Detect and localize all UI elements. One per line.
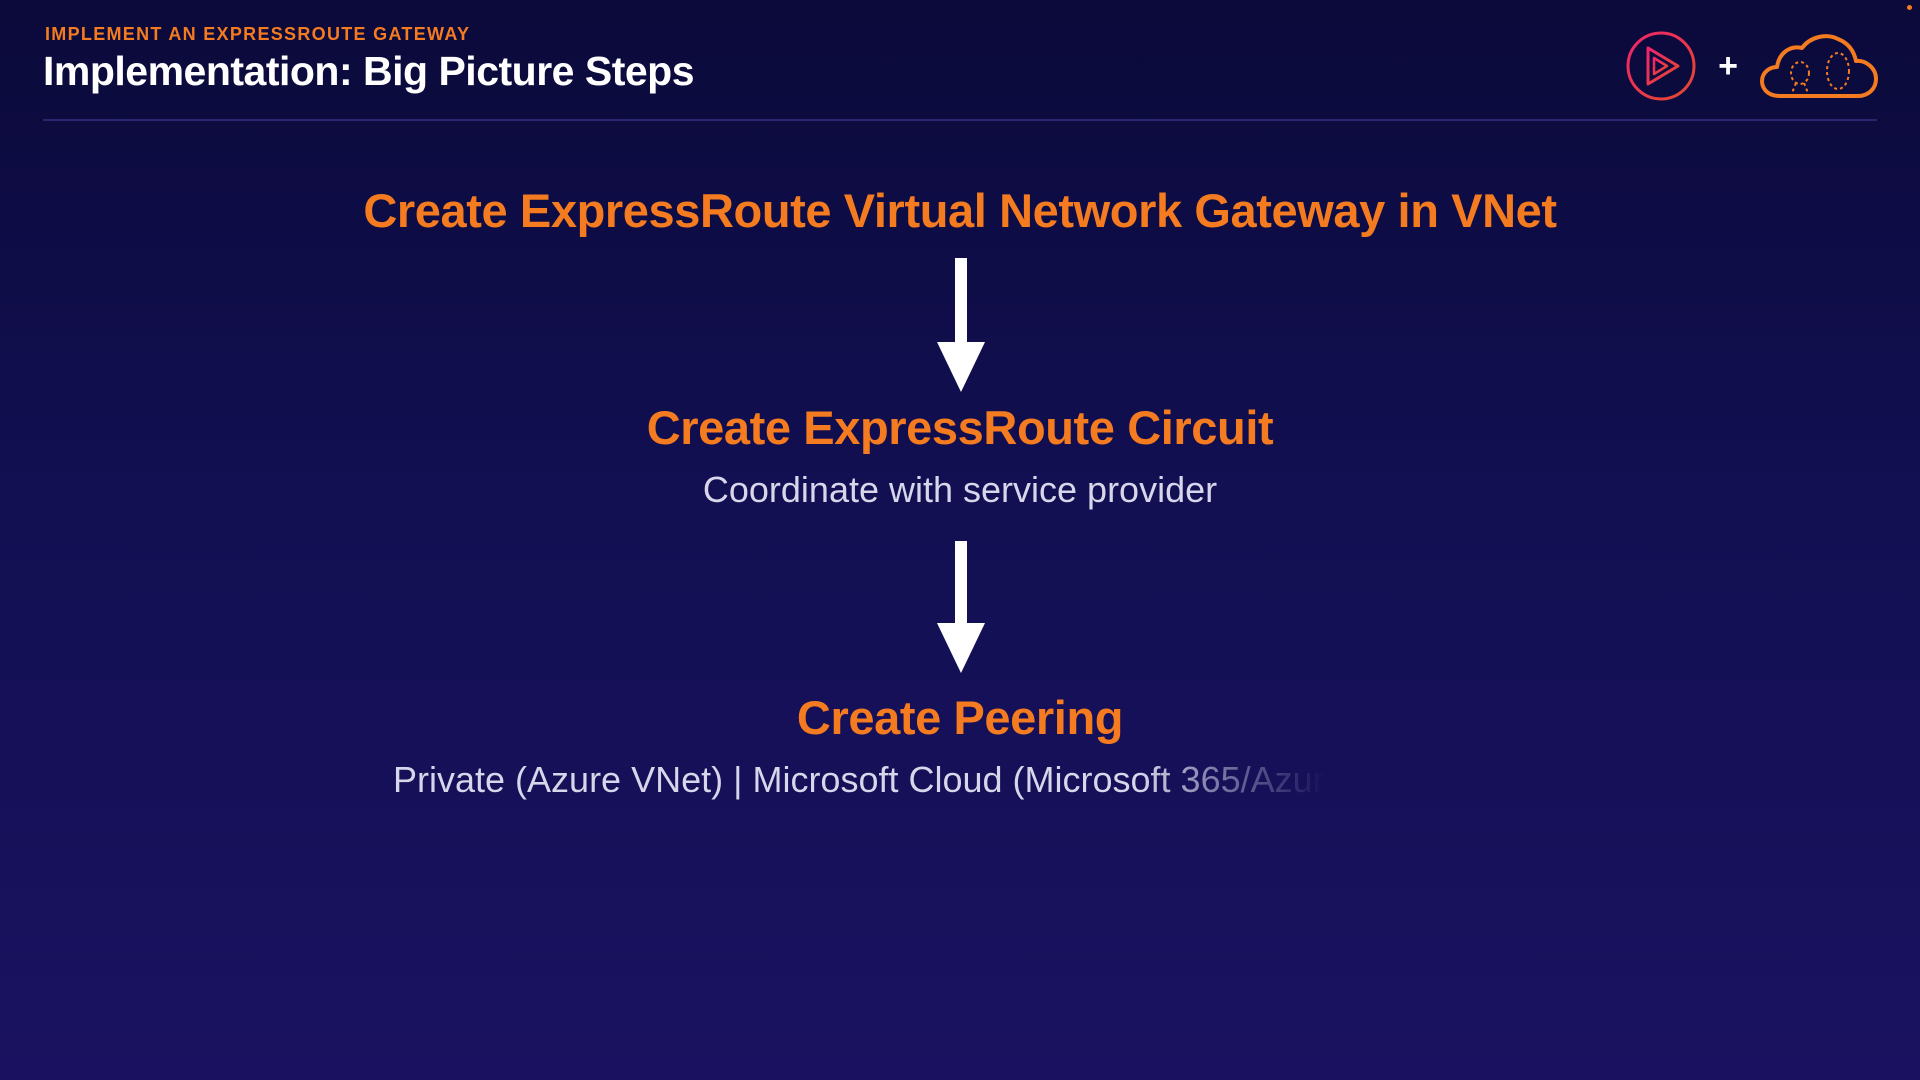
pluralsight-play-logo-icon [1626, 31, 1696, 101]
step-2-title: Create ExpressRoute Circuit [646, 401, 1274, 454]
plus-sign: + [1718, 47, 1738, 85]
cloud-guru-logo-icon [1760, 34, 1878, 98]
down-arrow-icon [937, 541, 985, 673]
down-arrow-icon [937, 258, 985, 392]
corner-dot [1907, 5, 1912, 10]
step-3-subtitle: Private (Azure VNet) | Microsoft Cloud (… [393, 759, 1413, 801]
step-1-title: Create ExpressRoute Virtual Network Gate… [363, 184, 1557, 237]
section-eyebrow: IMPLEMENT AN EXPRESSROUTE GATEWAY [45, 24, 471, 44]
page-title: Implementation: Big Picture Steps [43, 48, 695, 94]
header-divider [43, 119, 1877, 121]
step-3-title: Create Peering [796, 691, 1124, 744]
step-2-subtitle: Coordinate with service provider [702, 469, 1218, 510]
brand-logos: + [1626, 28, 1878, 104]
peering-options-text: Private (Azure VNet) | Microsoft Cloud (… [393, 759, 1325, 800]
